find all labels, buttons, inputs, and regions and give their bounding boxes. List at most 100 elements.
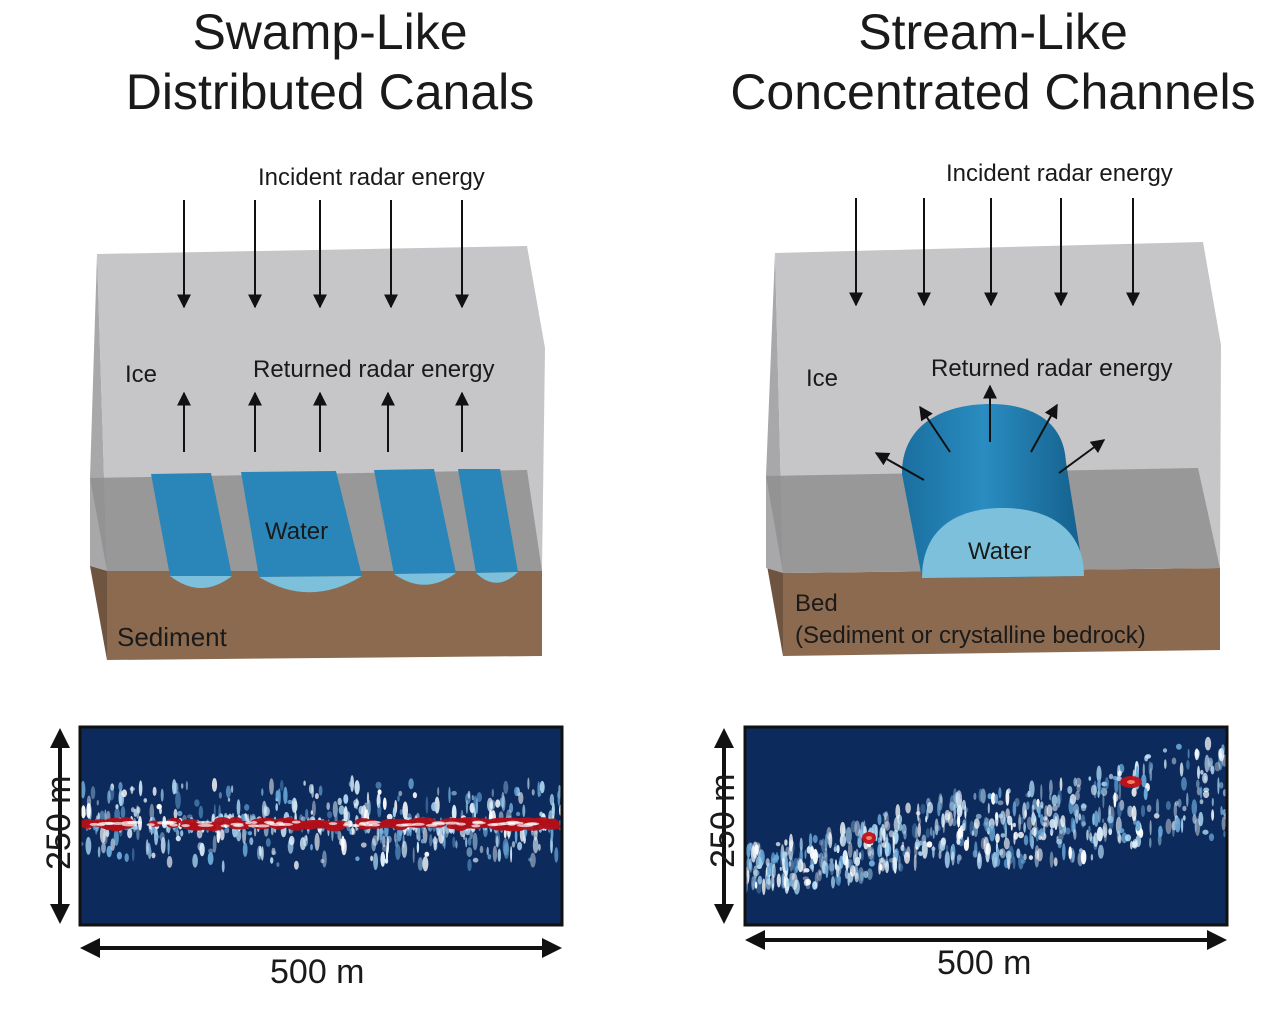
radar-echo	[120, 806, 126, 819]
radar-echo	[805, 878, 811, 886]
radar-echo	[808, 833, 813, 847]
radar-echo	[379, 829, 385, 835]
radar-echo	[844, 869, 849, 880]
radar-echo	[941, 837, 947, 846]
radar-echo	[322, 850, 327, 868]
radar-echo	[1056, 835, 1059, 842]
radar-echo	[915, 842, 921, 848]
radar-echo	[181, 824, 190, 828]
radar-echo	[377, 803, 382, 818]
radar-echo	[994, 793, 999, 804]
radar-echo	[1097, 844, 1104, 859]
radar-echo	[486, 846, 489, 856]
radar-echo	[901, 823, 907, 835]
left-title-line2: Distributed Canals	[125, 64, 535, 120]
radar-echo	[1076, 784, 1081, 793]
radar-echo	[1171, 757, 1177, 765]
radar-echo	[983, 816, 989, 826]
radar-echo	[830, 861, 834, 876]
radar-echo	[487, 797, 493, 812]
radar-echo	[915, 826, 919, 841]
radar-echo	[338, 805, 345, 815]
radar-echo	[983, 836, 990, 855]
radar-echo	[467, 790, 471, 799]
radar-echo	[417, 857, 424, 871]
radar-echo	[975, 813, 982, 820]
radar-echo	[199, 842, 205, 857]
radar-peak	[202, 821, 225, 831]
radar-echo	[784, 856, 789, 872]
radar-echo	[472, 832, 478, 851]
radar-echo	[382, 797, 387, 810]
left-canal-3	[374, 469, 456, 574]
radar-echo	[503, 829, 507, 839]
radar-echo	[1179, 762, 1184, 777]
radar-echo	[207, 852, 214, 865]
radar-echo	[893, 816, 900, 833]
radar-echo	[1194, 819, 1197, 833]
radar-echo	[1080, 849, 1087, 865]
radar-echo	[1116, 776, 1122, 782]
radar-echo	[444, 827, 449, 838]
radar-echo	[1068, 846, 1072, 860]
radar-echo	[476, 792, 482, 803]
radar-echo	[373, 852, 379, 871]
radar-echo	[275, 790, 280, 800]
radar-echo	[111, 822, 125, 825]
radar-echo	[131, 847, 135, 862]
radar-echo	[776, 873, 781, 888]
radar-echo	[124, 853, 129, 862]
radar-echo	[826, 827, 832, 840]
right-title-line2: Concentrated Channels	[730, 64, 1256, 120]
radar-echo	[121, 823, 138, 827]
radar-echo	[930, 826, 933, 837]
radar-echo	[860, 849, 864, 861]
radar-echo	[221, 860, 225, 873]
radar-echo	[848, 858, 854, 870]
radar-peak	[81, 821, 94, 829]
radar-echo	[956, 805, 963, 818]
left-incident-arrows	[177, 200, 469, 309]
radar-echo	[1117, 770, 1122, 777]
radar-echo	[343, 823, 351, 827]
radar-echo	[989, 824, 996, 842]
radar-echo	[152, 786, 157, 797]
radar-echo	[145, 839, 149, 856]
radar-echo	[185, 780, 188, 791]
radar-echo	[360, 842, 367, 848]
radar-echo	[1040, 784, 1043, 801]
radar-echo	[81, 805, 86, 819]
radar-echo	[443, 835, 446, 850]
radar-peak	[866, 836, 872, 840]
radar-echo	[549, 793, 555, 806]
radar-echo	[821, 838, 826, 853]
radar-echo	[748, 858, 752, 871]
radar-echo	[812, 834, 818, 844]
radar-echo	[501, 795, 506, 812]
radar-echo	[1204, 736, 1212, 751]
radar-echo	[754, 881, 758, 889]
radar-echo	[877, 814, 882, 826]
radar-echo	[80, 780, 86, 799]
radar-echo	[422, 856, 429, 872]
radar-echo	[1138, 828, 1144, 839]
radar-echo	[867, 844, 872, 857]
radar-echo	[795, 865, 798, 873]
radar-echo	[1067, 786, 1073, 794]
radar-echo	[1135, 820, 1141, 832]
left-block-diagram: Incident radar energy Returned radar ene…	[90, 164, 545, 660]
radar-echo	[382, 835, 386, 848]
radar-echo	[1088, 776, 1092, 781]
radar-echo	[1020, 859, 1026, 864]
radar-echo	[554, 847, 559, 863]
radar-echo	[1162, 748, 1168, 753]
radar-echo	[926, 801, 934, 814]
radar-echo	[1056, 814, 1060, 827]
radar-echo	[757, 875, 763, 885]
radar-echo	[343, 806, 348, 824]
radar-echo	[1199, 799, 1204, 805]
radar-echo	[1049, 818, 1056, 829]
radar-echo	[944, 851, 950, 869]
radar-echo	[135, 824, 138, 830]
radar-echo	[951, 817, 957, 827]
